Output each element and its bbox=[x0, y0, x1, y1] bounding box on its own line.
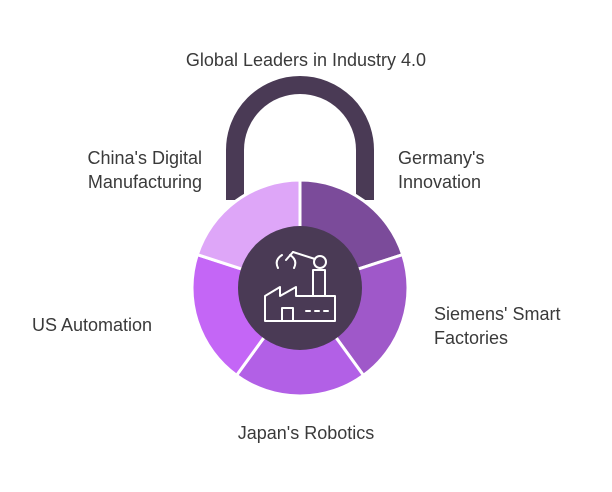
label-line: Japan's Robotics bbox=[237, 423, 375, 443]
label-line: China's Digital bbox=[87, 148, 203, 168]
label-us-automation: US Automation bbox=[32, 313, 152, 337]
label-china-digital-manufacturing: China's Digital Manufacturing bbox=[88, 146, 203, 194]
padlock-shackle bbox=[226, 76, 374, 200]
factory-robot-arm-icon bbox=[264, 251, 336, 322]
label-germany-innovation: Germany's Innovation bbox=[398, 146, 484, 194]
label-line: US Automation bbox=[32, 315, 153, 335]
label-line: Factories bbox=[434, 328, 509, 348]
label-japans-robotics: Japan's Robotics bbox=[0, 421, 612, 445]
label-line: Manufacturing bbox=[87, 172, 202, 192]
diagram-title: Global Leaders in Industry 4.0 bbox=[185, 50, 427, 70]
label-line: Innovation bbox=[398, 172, 482, 192]
center-hub bbox=[238, 226, 362, 350]
label-line: Siemens' Smart bbox=[434, 304, 561, 324]
label-line: Germany's bbox=[398, 148, 485, 168]
label-siemens-smart-factories: Siemens' Smart Factories bbox=[434, 302, 560, 350]
